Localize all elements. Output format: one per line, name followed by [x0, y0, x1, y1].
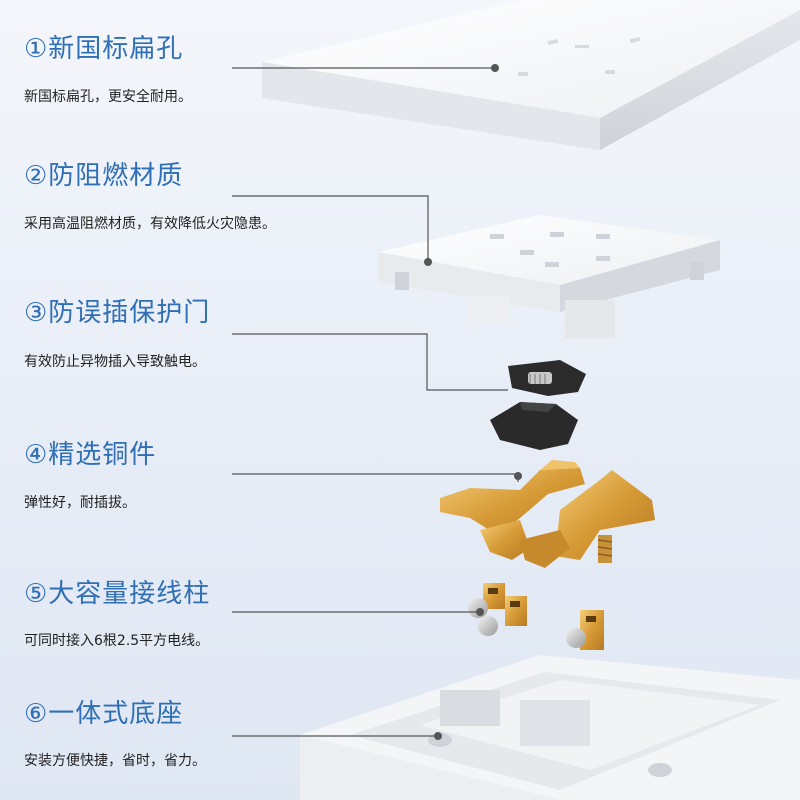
leader-dot-1 — [491, 64, 499, 72]
leader-dot-5 — [476, 608, 484, 616]
feature-desc: 安装方便快捷，省时，省力。 — [24, 753, 206, 769]
copper-contacts — [440, 460, 655, 568]
safety-shutter — [490, 360, 586, 450]
feature-desc: 新国标扁孔，更安全耐用。 — [24, 89, 192, 105]
feature-desc: 采用高温阻燃材质，有效降低火灾隐患。 — [24, 216, 276, 232]
feature-1: ①新国标扁孔 新国标扁孔，更安全耐用。 — [24, 0, 354, 800]
feature-4: ④精选铜件 弹性好，耐插拔。 — [24, 0, 354, 800]
feature-title: ⑥一体式底座 — [24, 699, 184, 729]
feature-6: ⑥一体式底座 安装方便快捷，省时，省力。 — [24, 0, 354, 800]
feature-3: ③防误插保护门 有效防止异物插入导致触电。 — [24, 0, 354, 800]
leader-line-3 — [232, 333, 508, 391]
feature-desc: 有效防止异物插入导致触电。 — [24, 354, 206, 370]
faceplate — [262, 0, 800, 150]
leader-line-2 — [232, 195, 429, 262]
feature-title: ⑤大容量接线柱 — [24, 579, 211, 609]
terminal-screws — [468, 583, 604, 650]
leader-dot-2 — [424, 258, 432, 266]
feature-title: ②防阻燃材质 — [24, 161, 184, 191]
feature-5: ⑤大容量接线柱 可同时接入6根2.5平方电线。 — [24, 0, 354, 800]
feature-title: ①新国标扁孔 — [24, 34, 184, 64]
leader-dot-6 — [434, 732, 442, 740]
leader-dot-4 — [514, 472, 522, 480]
feature-desc: 可同时接入6根2.5平方电线。 — [24, 633, 210, 649]
leader-line-4 — [232, 473, 519, 482]
feature-title: ④精选铜件 — [24, 440, 157, 470]
base-frame — [300, 655, 800, 800]
feature-desc: 弹性好，耐插拔。 — [24, 495, 136, 511]
feature-2: ②防阻燃材质 采用高温阻燃材质，有效降低火灾隐患。 — [24, 0, 354, 800]
feature-title: ③防误插保护门 — [24, 298, 211, 328]
flame-retardant-cover — [378, 215, 720, 338]
